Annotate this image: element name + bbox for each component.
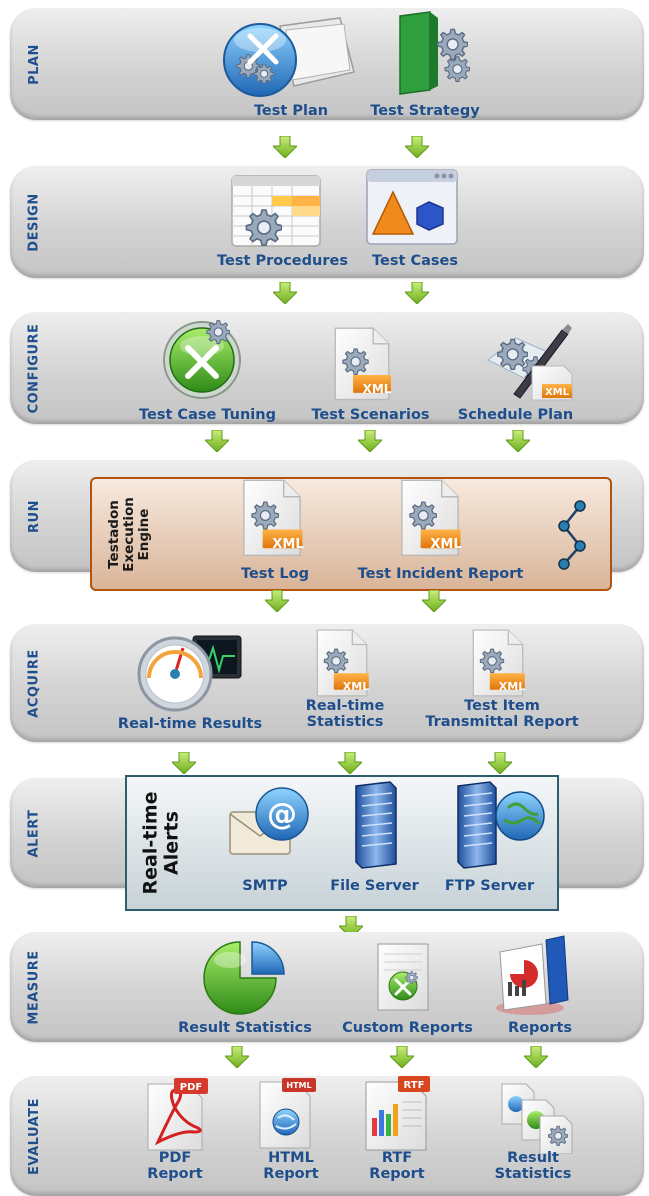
test-case-tuning-icon [160,318,244,406]
item-result-statistics-final: Result Statistics [494,1150,572,1182]
item-result-statistics: Result Statistics [178,1020,312,1036]
item-real-time-statistics: Real-time Statistics [305,698,385,730]
arrow-acquire-1 [172,752,196,774]
arrow-plan-2 [405,136,429,158]
arrow-design-1 [273,282,297,304]
reports-icon [490,934,572,1022]
stage-label-plan: PLAN [26,43,42,85]
schedule-plan-icon: XML [480,320,576,406]
stage-label-alert: ALERT [26,808,42,858]
item-test-plan: Test Plan [253,103,329,119]
real-time-results-icon [135,630,245,716]
xml-tag: XML [343,680,369,693]
item-test-log: Test Log [241,566,309,582]
arrow-plan-1 [273,136,297,158]
test-cases-icon [365,168,459,252]
test-procedures-icon [228,172,324,254]
test-log-icon: XML [236,478,308,564]
item-test-case-tuning: Test Case Tuning [139,407,276,423]
arrow-configure-3 [506,430,530,452]
item-test-procedures: Test Procedures [217,253,348,269]
item-ftp-server: FTP Server [444,878,535,894]
arrow-configure-2 [358,430,382,452]
stage-label-measure: MEASURE [26,949,42,1025]
arrow-configure-1 [205,430,229,452]
item-smtp: SMTP [242,878,288,894]
xml-tag: XML [430,537,461,552]
xml-tag: XML [499,680,525,693]
stage-design: DESIGN [10,166,644,278]
test-scenarios-icon: XML [328,326,396,408]
item-custom-reports: Custom Reports [342,1020,473,1036]
stage-label-configure: CONFIGURE [26,323,42,413]
item-pdf-report: PDF Report [147,1150,203,1182]
item-rtf-report: RTF Report [369,1150,425,1182]
arrow-acquire-3 [488,752,512,774]
xml-tag: XML [545,387,570,398]
arrow-acquire-2 [338,752,362,774]
custom-reports-icon [374,940,434,1020]
real-time-statistics-icon: XML [310,628,374,704]
html-tag: HTML [286,1081,311,1090]
xml-tag: XML [363,382,392,396]
xml-tag: XML [272,537,303,552]
html-report-icon: HTML [256,1076,318,1156]
item-test-incident-report: Test Incident Report [357,566,524,582]
test-plan-icon [220,12,360,102]
test-item-transmittal-report-icon: XML [466,628,530,704]
item-reports: Reports [507,1020,573,1036]
arrow-measure-3 [524,1046,548,1068]
test-strategy-icon [390,10,480,100]
ftp-server-icon [452,780,548,874]
svg-text:@: @ [267,797,297,832]
item-test-cases: Test Cases [372,253,458,269]
arrow-run-2 [422,590,446,612]
item-test-strategy: Test Strategy [370,103,480,119]
item-test-scenarios: Test Scenarios [311,407,430,423]
item-schedule-plan: Schedule Plan [457,407,574,423]
item-real-time-results: Real-time Results [117,716,263,732]
arrow-measure-1 [225,1046,249,1068]
item-test-item-transmittal-report: Test Item Transmittal Report [425,698,579,730]
result-statistics-docs-icon [500,1078,576,1158]
item-html-report: HTML Report [263,1150,319,1182]
test-incident-report-icon: XML [394,478,466,564]
item-file-server: File Server [330,878,419,894]
arrow-measure-2 [390,1046,414,1068]
file-server-icon [346,780,406,874]
workflow-nodes-icon [552,496,592,576]
pdf-report-icon: PDF [144,1076,212,1158]
arrow-design-2 [405,282,429,304]
stage-label-design: DESIGN [26,192,42,252]
arrow-run-1 [265,590,289,612]
result-statistics-pie-icon [200,938,290,1024]
smtp-icon: @ [226,784,316,868]
pdf-tag: PDF [180,1082,202,1093]
rtf-report-icon: RTF [362,1074,434,1158]
stage-label-evaluate: EVALUATE [26,1097,42,1175]
stage-label-run: RUN [26,499,42,533]
rtf-tag: RTF [404,1080,425,1091]
stage-label-acquire: ACQUIRE [26,648,42,718]
